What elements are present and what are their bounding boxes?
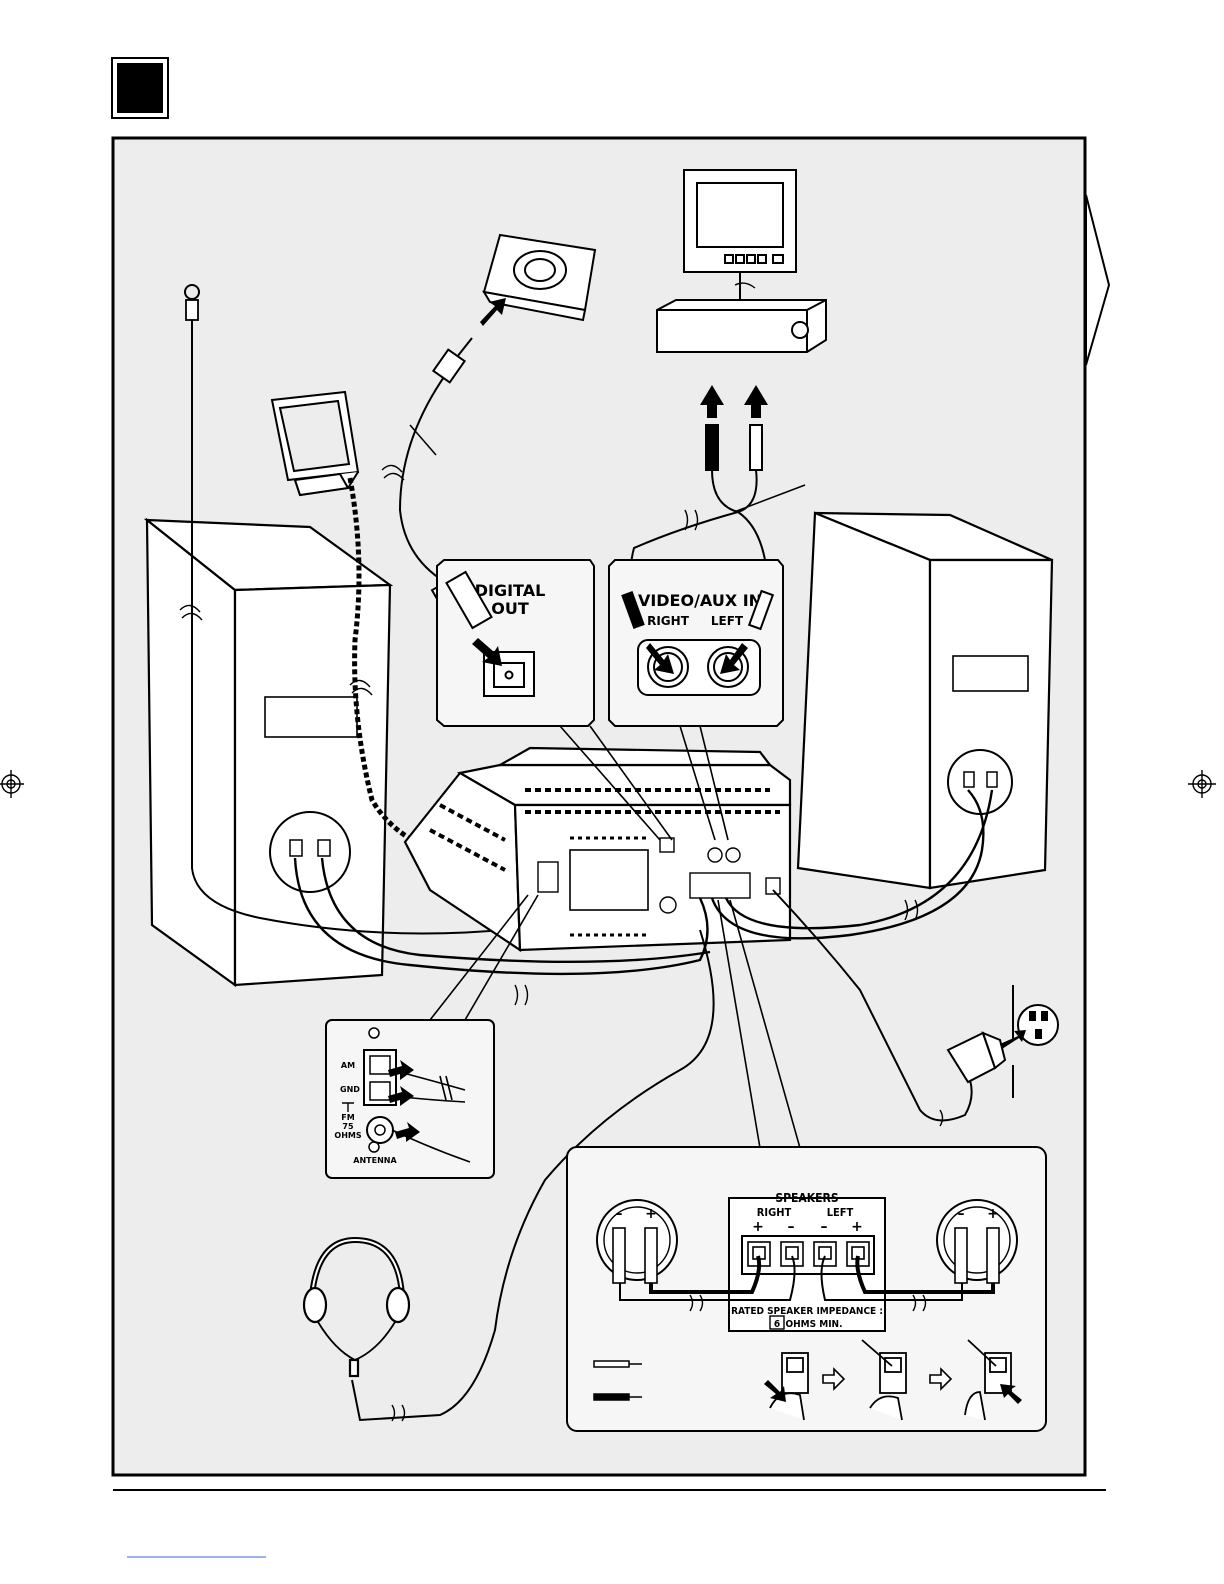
antenna-label: ANTENNA [353,1156,397,1165]
speakers-right-label: RIGHT [757,1206,792,1219]
digital-out-callout: DIGITAL OUT [437,560,594,726]
left-speaker [147,520,390,985]
right-terminal-minus: – [958,1206,965,1222]
video-aux-left-label: LEFT [711,614,744,628]
digital-out-label-2: OUT [491,599,529,618]
left-terminal-minus: – [616,1206,623,1222]
video-aux-right-label: RIGHT [647,614,690,628]
page-tab [1086,195,1109,365]
tv [684,170,796,272]
impedance-unit: OHMS MIN. [786,1319,843,1330]
block-plus-1: + [752,1219,764,1235]
antenna-gnd-label: GND [340,1085,360,1094]
step-marker [112,58,168,118]
right-terminal-plus: + [987,1206,999,1222]
right-speaker [798,513,1052,888]
impedance-value: 6 [774,1319,780,1330]
digital-out-label-1: DIGITAL [475,581,546,600]
antenna-am-label: AM [341,1061,355,1070]
impedance-label: RATED SPEAKER IMPEDANCE : [731,1306,883,1317]
speakers-callout: – + – + SPEAKERS RIGHT LEFT + – – + RATE… [567,1147,1046,1431]
speakers-left-label: LEFT [827,1206,854,1219]
left-terminal-plus: + [645,1206,657,1222]
antenna-callout: AM GND FM 75 OHMS ANTENNA [326,1020,494,1178]
antenna-fm-label-1: FM [341,1113,354,1122]
block-minus-1: – [788,1219,795,1235]
antenna-fm-label-2: 75 [342,1122,354,1131]
antenna-fm-label-3: OHMS [334,1131,361,1140]
registration-mark-right [1188,770,1216,798]
block-plus-2: + [851,1219,863,1235]
video-aux-callout: VIDEO/AUX IN RIGHT LEFT [609,560,783,726]
video-aux-title: VIDEO/AUX IN [638,591,762,610]
registration-mark-left [0,770,24,798]
block-minus-2: – [821,1219,828,1235]
